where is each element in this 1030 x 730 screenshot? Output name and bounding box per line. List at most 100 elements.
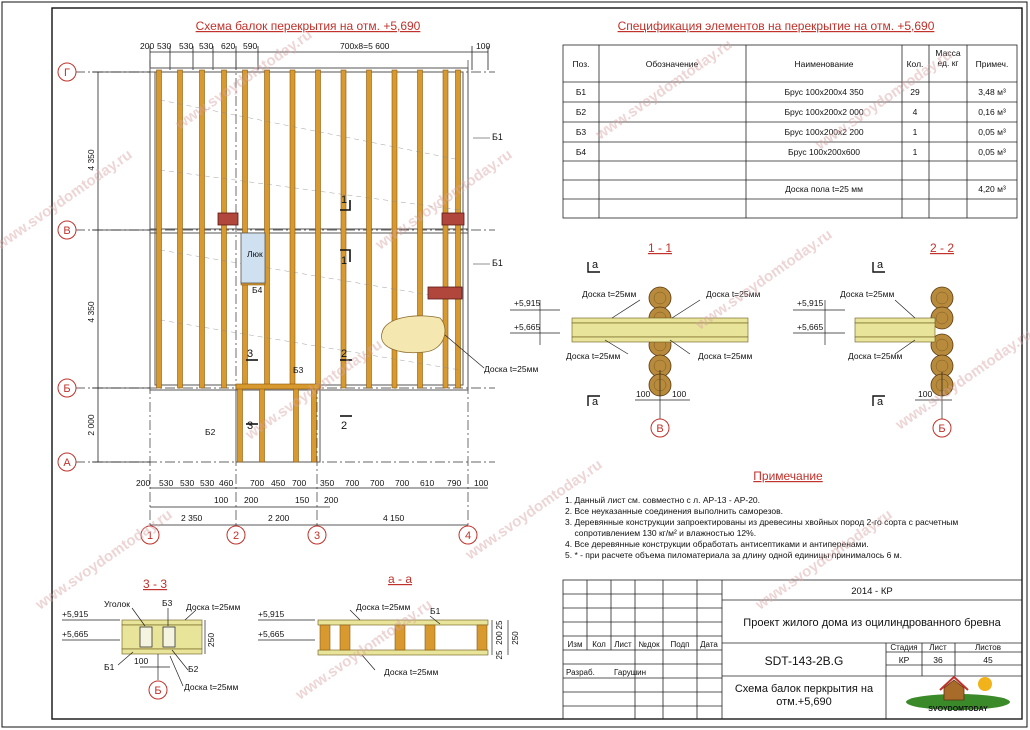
dim-bot-13: 610 — [420, 478, 434, 488]
secaa-top-board: Доска t=25мм — [356, 602, 410, 612]
stamp-col-izm: Изм — [568, 640, 583, 649]
beam-b1 — [199, 69, 205, 389]
spec-cell: Б3 — [576, 127, 587, 137]
sec22-dim1: 100 — [918, 389, 932, 399]
stamp-sheet-name: Схема балок перкрытия на отм.+5,690 — [734, 683, 874, 708]
spec-cell: Брус 100х200х600 — [788, 147, 860, 157]
label-b3: Б3 — [293, 365, 304, 375]
dim-top-5: 620 — [221, 41, 235, 51]
cut-markers — [246, 200, 352, 425]
beam-cross-section — [476, 624, 488, 651]
board-hint — [159, 169, 461, 211]
stamp-code: SDT-143-2B.G — [765, 654, 844, 668]
cut-2b: 2 — [341, 420, 347, 432]
sec22-axis: Б — [938, 423, 945, 435]
spec-h-note: Примеч. — [976, 59, 1009, 69]
sheet-inner-frame — [51, 7, 1023, 720]
sec22-board-top-label: Доска t=25мм — [840, 289, 894, 299]
note-5: 5. * - при расчете объема пиломатериала … — [565, 550, 902, 560]
beam-plan: Схема балок перекрытия на отм. +5,690 20… — [57, 19, 538, 545]
dim-bot2-3: 150 — [295, 495, 309, 505]
dim-bot3-2: 2 200 — [268, 513, 290, 523]
sec11-board-tl: Доска t=25мм — [582, 289, 636, 299]
sec33-lev1: +5,915 — [62, 609, 89, 619]
plan-bottom-dims — [150, 487, 488, 526]
plan-title: Схема балок перекрытия на отм. +5,690 — [196, 19, 421, 33]
stamp-project: Проект жилого дома из оцилиндрованного б… — [743, 617, 1001, 629]
sec33-ugolok: Уголок — [104, 599, 130, 609]
sec11-beam — [571, 322, 749, 338]
dim-left-1: 4 350 — [86, 149, 96, 171]
spec-cell: 1 — [913, 127, 918, 137]
title-block: Изм Кол Лист №док Подп Дата Разраб. Гару… — [562, 579, 1023, 720]
stamp-stage: КР — [899, 655, 910, 665]
spec-cell: Доска пола t=25 мм — [785, 184, 863, 194]
section-1-1: 1 - 1 а а +5,915 +5,665 Доска t=25мм Дос… — [510, 241, 760, 438]
spec-title: Спецификация элементов на перекрытие на … — [618, 19, 935, 33]
beam-b1 — [242, 69, 248, 389]
spec-cell: Б1 — [576, 87, 587, 97]
spec-h-pos: Поз. — [573, 59, 590, 69]
sec33-bot-board: Доска t=25мм — [184, 682, 238, 692]
dim-top-7: 700х8=5 600 — [340, 41, 390, 51]
axis-row-b: Б — [63, 383, 70, 395]
sec33-b2: Б2 — [188, 664, 199, 674]
secaa-lev2: +5,665 — [258, 629, 285, 639]
beam-b1 — [177, 69, 183, 389]
sec11-board-bot — [571, 336, 749, 343]
note-3: 3. Деревянные конструкции запроектирован… — [565, 517, 958, 527]
sec22-a-bot: а — [877, 396, 884, 408]
floor-board-patch — [381, 315, 446, 354]
label-b1-mid: Б1 — [492, 258, 503, 268]
chimney-bricks — [217, 212, 465, 300]
beam-b1 — [391, 69, 398, 389]
sec11-dim2: 100 — [672, 389, 686, 399]
sec11-dim1: 100 — [636, 389, 650, 399]
dim-top-1: 200 — [140, 41, 154, 51]
stamp-stage-h: Стадия — [890, 643, 917, 652]
section-2-2: 2 - 2 а а +5,915 +5,665 Доска t=25мм Дос… — [793, 241, 954, 438]
stamp-razrab: Разраб. — [566, 668, 595, 677]
beam-b1 — [455, 69, 461, 389]
sec33-board-bot — [121, 648, 203, 655]
beam-b1 — [366, 69, 372, 389]
axis-bubbles — [57, 62, 478, 545]
dim-bot2-4: 200 — [324, 495, 338, 505]
dim-bot-5: 460 — [219, 478, 233, 488]
beam-cross-section — [394, 624, 406, 651]
cut-3a: 3 — [247, 348, 253, 360]
axis-row-v: В — [63, 225, 70, 237]
beam-b1 — [340, 69, 347, 389]
cut-3b: 3 — [247, 420, 253, 432]
sec22-beam — [854, 322, 936, 338]
sec33-board-top — [121, 619, 203, 626]
spec-cell: 4,20 м³ — [978, 184, 1006, 194]
spec-cell: 0,05 м³ — [978, 127, 1006, 137]
spec-cell: Брус 100х200х2 000 — [784, 107, 863, 117]
label-b4: Б4 — [252, 285, 263, 295]
dim-bot-9: 350 — [320, 478, 334, 488]
sec11-lev2: +5,665 — [514, 322, 541, 332]
spec-cell: 4 — [913, 107, 918, 117]
note-1: 1. Данный лист см. совместно с л. АР-13 … — [565, 495, 760, 505]
dim-bot-7: 450 — [271, 478, 285, 488]
stamp-col-list: Лист — [614, 640, 632, 649]
dim-left-2: 4 350 — [86, 301, 96, 323]
notes: Примечание 1. Данный лист см. совместно … — [565, 469, 958, 560]
sec33-top-board: Доска t=25мм — [186, 602, 240, 612]
watermark-text: www.svoydomtoday.ru — [32, 506, 176, 614]
spec-h-name: Наименование — [795, 59, 854, 69]
secaa-dim-200: 200 — [495, 631, 504, 645]
dim-top-6: 590 — [243, 41, 257, 51]
dim-bot-6: 700 — [250, 478, 264, 488]
sec33-beam — [121, 624, 203, 650]
stamp-col-data: Дата — [700, 640, 718, 649]
sec11-a-bot: а — [592, 396, 599, 408]
dim-bot-8: 700 — [292, 478, 306, 488]
hatch-label: Люк — [247, 249, 263, 259]
dim-top-2: 530 — [157, 41, 171, 51]
dim-bot-15: 100 — [474, 478, 488, 488]
